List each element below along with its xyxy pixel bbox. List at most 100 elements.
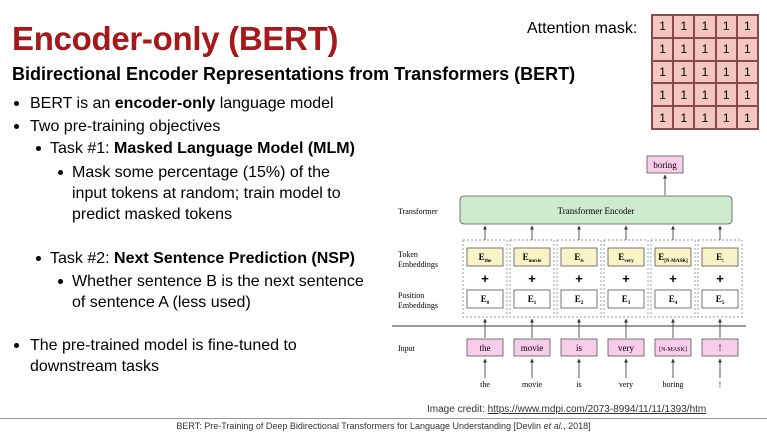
slide-title: Encoder-only (BERT) [12,20,339,57]
position-embedding-label: E0 [481,294,490,306]
input-token-box [654,338,692,357]
bullet-text: Task #2: [50,250,115,267]
position-embedding-label: E5 [716,294,725,306]
position-embedding-box [607,289,645,309]
footer-text: BERT: Pre-Training of Deep Bidirectional… [176,421,544,431]
embedding-symbol: E [669,294,675,304]
row-label-transformer: Transformer [398,207,438,216]
input-token-box [513,338,551,357]
attention-mask-cell: 1 [694,37,716,61]
original-word-label: ! [719,380,722,389]
input-token-label: very [618,343,634,353]
token-columns: Ethe+E0thetheEmovie+E1moviemovieEis+E2is… [462,225,743,389]
attention-mask-label: Attention mask: [527,20,638,37]
bullet-text: language model [215,95,334,112]
embedding-symbol: E [481,294,487,304]
embedding-symbol: E [528,294,534,304]
token-embedding-label: Emovie [523,252,543,264]
attention-mask-cell: 1 [652,60,674,84]
row-label-position: Position [398,291,424,300]
transformer-encoder-box [459,195,733,225]
embedding-subscript: 1 [534,301,537,306]
token-embedding-box [701,247,739,267]
token-embedding-box [466,247,504,267]
input-token-box [466,338,504,357]
input-token-box [607,338,645,357]
attention-mask-cell: 1 [652,83,674,107]
row-label-input: Input [398,344,416,353]
slide-subtitle: Bidirectional Encoder Representations fr… [12,64,576,84]
bullet-finetune-line2: downstream tasks [30,358,159,375]
credit-link[interactable]: https://www.mdpi.com/2073-8994/11/11/139… [487,404,707,415]
attention-mask-cell: 1 [736,15,758,38]
plus-sign: + [622,271,630,286]
position-embedding-box [560,289,598,309]
input-token-box [560,338,598,357]
input-token-label: [N-MASK] [659,347,687,353]
input-token-label: is [576,343,583,353]
attention-mask-cell: 1 [715,15,737,38]
bullet-mlm-line2: input tokens at random; train model to [72,185,341,202]
bullet-task1: Task #1: Masked Language Model (MLM) [50,138,355,159]
embedding-symbol: E [574,252,580,262]
original-word-label: the [480,380,490,389]
token-embedding-label: Ethe [479,252,492,264]
plus-sign: + [669,271,677,286]
embedding-symbol: E [575,294,581,304]
embedding-subscript: ! [722,259,724,264]
footer-text: , 2018] [563,421,591,431]
footer-citation: BERT: Pre-Training of Deep Bidirectional… [0,421,767,431]
bert-architecture-diagram: Transformer Token Embeddings Position Em… [392,155,746,389]
attention-mask-cell: 1 [694,106,716,129]
original-word-label: boring [663,380,684,389]
embedding-symbol: E [716,294,722,304]
bullet-dot [58,279,63,284]
token-embedding-box [560,247,598,267]
embedding-symbol: E [523,252,529,262]
output-token-box [646,155,684,174]
bullet-dot [14,124,19,129]
position-embedding-label: E3 [622,294,631,306]
attention-mask-cell: 1 [736,60,758,84]
attention-mask-cell: 1 [673,15,695,38]
plus-sign: + [528,271,536,286]
position-embedding-box [466,289,504,309]
embedding-subscript: 4 [675,301,678,306]
embedding-subscript: 2 [581,301,584,306]
image-credit: Image credit: https://www.mdpi.com/2073-… [427,404,706,415]
bullet-dot [36,146,41,151]
embedding-subscript: 0 [487,301,490,306]
bullet-encoder-only: BERT is an encoder-only language model [30,93,334,114]
bullet-dot [58,170,63,175]
input-token-label: movie [521,343,544,353]
row-label-token-embeddings: Embeddings [398,260,438,269]
attention-mask-cell: 1 [673,37,695,61]
bullet-bold: Masked Language Model (MLM) [114,140,355,157]
original-word-label: is [576,380,581,389]
plus-sign: + [575,271,583,286]
footer-divider [0,418,767,419]
attention-mask-cell: 1 [652,15,674,38]
attention-mask-cell: 1 [715,83,737,107]
input-token-box [701,338,739,357]
attention-mask-cell: 1 [694,15,716,38]
row-label-position-embeddings: Embeddings [398,301,438,310]
embedding-symbol: E [479,252,485,262]
token-embedding-label: Every [618,252,634,264]
embedding-subscript: is [580,259,583,264]
output-token-label: boring [653,160,677,170]
embedding-symbol: E [618,252,624,262]
plus-sign: + [716,271,724,286]
bullet-finetune-line1: The pre-trained model is fine-tuned to [30,337,297,354]
bullet-text: Task #1: [50,140,115,157]
embedding-subscript: 5 [722,301,725,306]
original-word-label: very [619,380,633,389]
bullet-dot [36,256,41,261]
embedding-subscript: the [485,259,492,264]
position-embedding-label: E2 [575,294,584,306]
embedding-subscript: [N-MASK] [664,259,688,264]
bullet-dot [14,101,19,106]
bullet-nsp-line1: Whether sentence B is the next sentence [72,273,364,290]
position-embedding-box [513,289,551,309]
